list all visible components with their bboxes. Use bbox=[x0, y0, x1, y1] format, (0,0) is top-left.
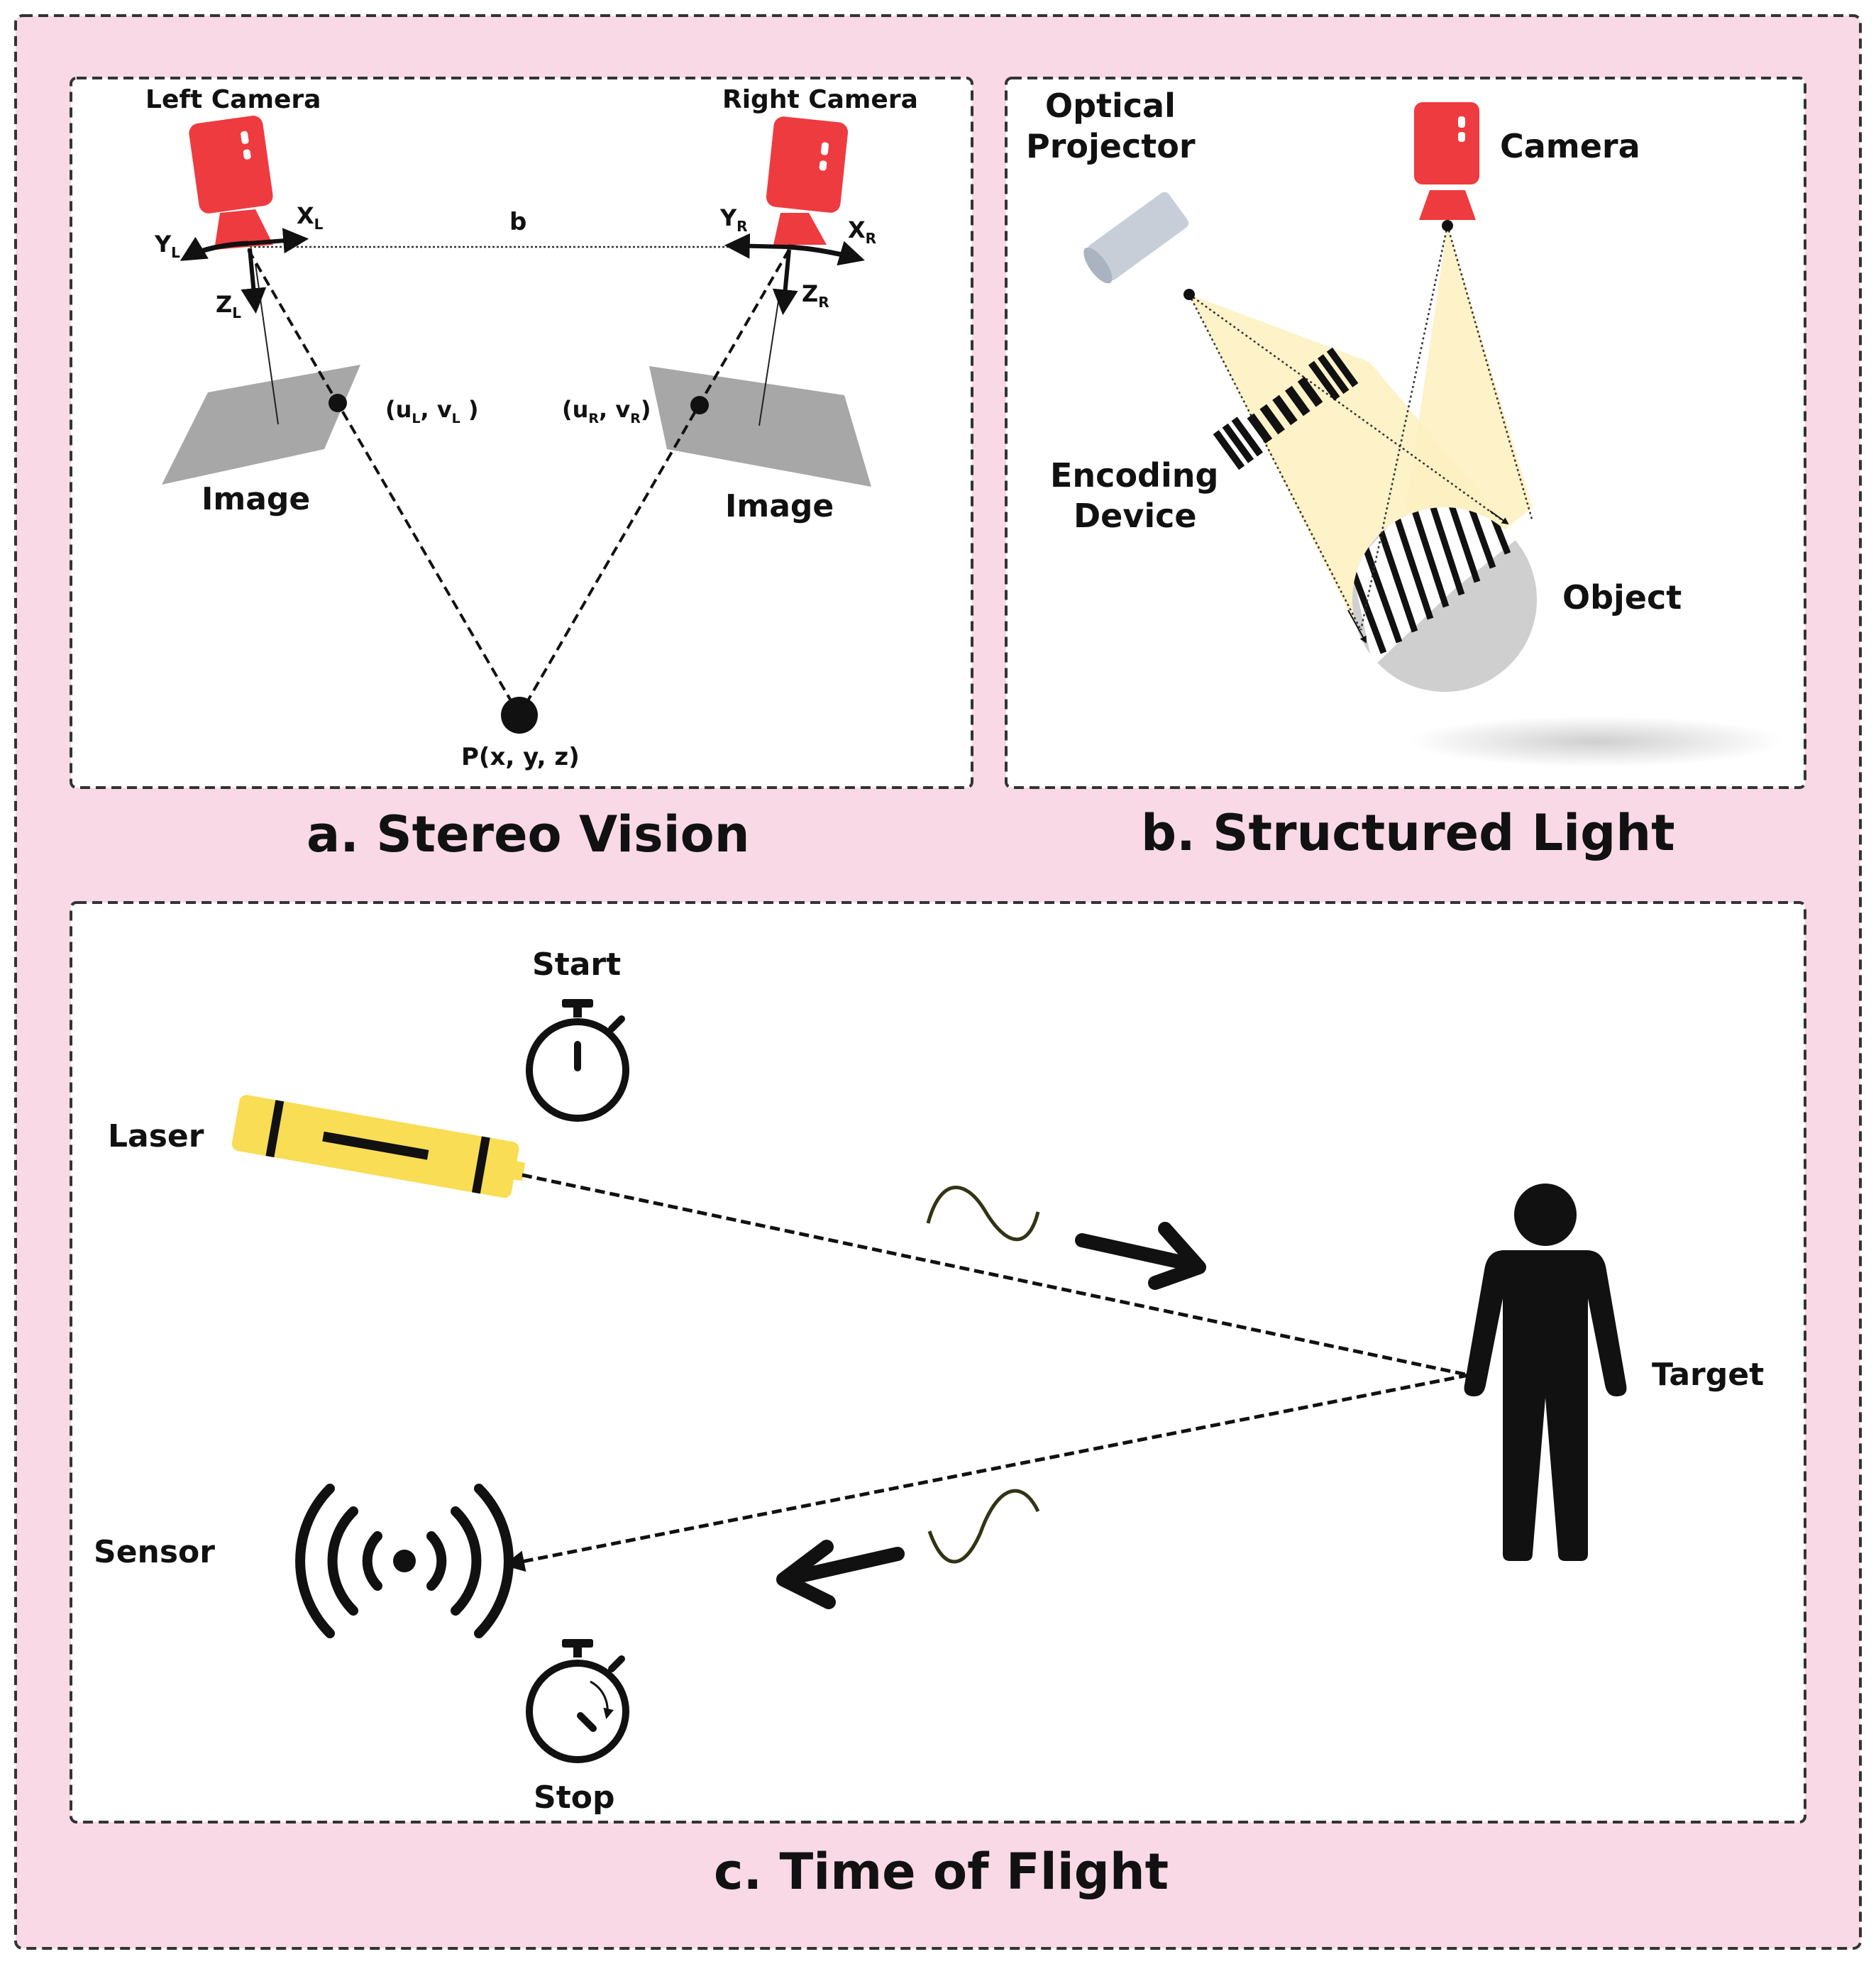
structured-camera-icon bbox=[1414, 102, 1479, 220]
stop-label: Stop bbox=[534, 1780, 614, 1816]
outgoing-wave-icon bbox=[926, 1185, 1040, 1242]
object-shadow bbox=[1408, 716, 1784, 767]
encoding-device bbox=[1213, 347, 1359, 470]
axis-xl-label: XL bbox=[297, 202, 324, 233]
outgoing-beam bbox=[522, 1173, 1469, 1377]
baseline-label: b bbox=[509, 208, 526, 236]
optical-projector-label-line2: Projector bbox=[1026, 127, 1196, 165]
object-label: Object bbox=[1562, 578, 1682, 617]
right-projection-point bbox=[690, 396, 709, 414]
structured-light-title: b. Structured Light bbox=[1141, 804, 1675, 862]
time-of-flight-panel: Start Laser Target Sensor Stop bbox=[70, 901, 1806, 1824]
target-person-icon bbox=[1464, 1184, 1627, 1561]
start-stopwatch-icon bbox=[526, 999, 629, 1122]
return-arrow-icon bbox=[776, 1540, 905, 1609]
encoding-device-label-line2: Device bbox=[1074, 497, 1197, 535]
start-label: Start bbox=[532, 947, 621, 983]
left-camera-label: Left Camera bbox=[145, 85, 321, 114]
axis-zl-label: ZL bbox=[216, 291, 241, 321]
laser-icon bbox=[231, 1095, 526, 1198]
laser-label: Laser bbox=[108, 1118, 204, 1154]
left-projection-point bbox=[329, 394, 347, 412]
sensor-icon bbox=[295, 1484, 514, 1638]
optical-projector-icon bbox=[1083, 192, 1189, 284]
axis-xr-label: XR bbox=[848, 216, 876, 247]
encoding-device-label-line1: Encoding bbox=[1050, 456, 1218, 495]
axis-yr-label: YR bbox=[719, 204, 748, 235]
left-image-plane bbox=[162, 365, 360, 485]
right-image-label: Image bbox=[725, 488, 834, 524]
target-label: Target bbox=[1652, 1357, 1764, 1393]
right-image-plane bbox=[649, 366, 871, 487]
return-wave-icon bbox=[927, 1489, 1040, 1564]
time-of-flight-title: c. Time of Flight bbox=[714, 1843, 1169, 1901]
optical-projector-label-line1: Optical bbox=[1045, 87, 1176, 125]
axis-zr-label: ZR bbox=[802, 280, 829, 311]
right-camera-label: Right Camera bbox=[722, 85, 918, 114]
structured-light-panel: Optical Projector Camera Encoding Device… bbox=[1005, 77, 1806, 789]
left-point-label: (uL, vL ) bbox=[385, 396, 479, 426]
left-camera-icon bbox=[189, 116, 273, 250]
right-camera-icon bbox=[766, 116, 849, 245]
structured-camera-label: Camera bbox=[1500, 127, 1640, 165]
sensor-label: Sensor bbox=[94, 1534, 215, 1570]
world-point-label: P(x, y, z) bbox=[461, 743, 580, 771]
stop-stopwatch-icon bbox=[526, 1639, 629, 1763]
right-point-label: (uR, vR) bbox=[562, 396, 651, 426]
world-point bbox=[501, 697, 538, 734]
left-image-label: Image bbox=[202, 481, 310, 517]
stereo-vision-panel: Left Camera Right Camera b XL YL ZL YR X… bbox=[70, 77, 973, 789]
outgoing-arrow-icon bbox=[1075, 1222, 1206, 1290]
stereo-vision-title: a. Stereo Vision bbox=[307, 805, 750, 864]
axis-yl-label: YL bbox=[154, 231, 180, 261]
